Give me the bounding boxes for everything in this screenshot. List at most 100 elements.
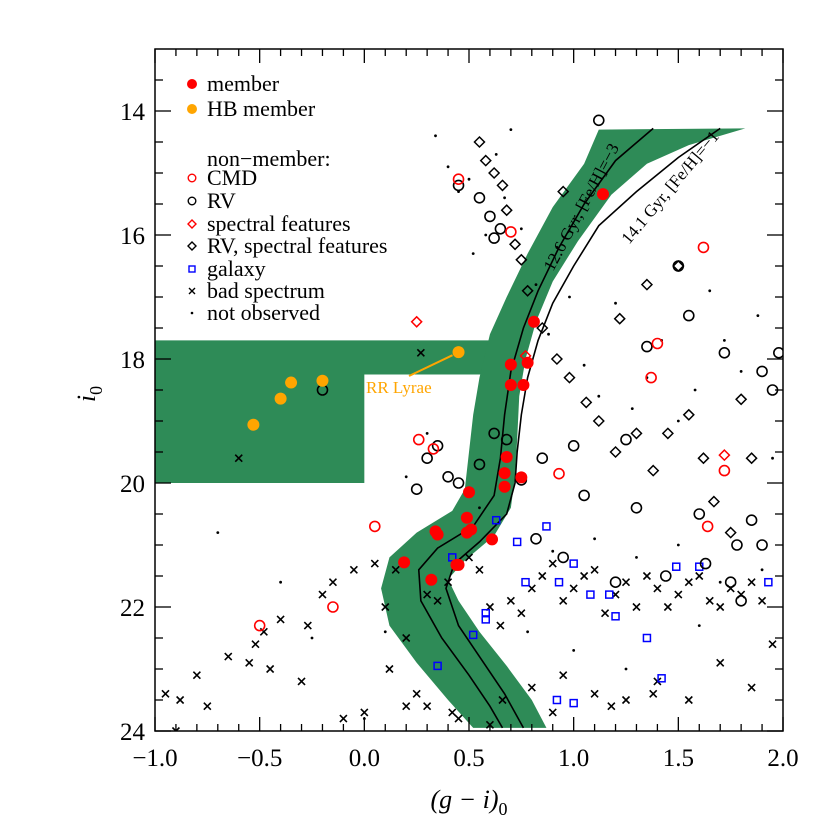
cmd-point (553, 467, 565, 480)
rv-point (494, 223, 507, 235)
legend-item: bad spectrum (188, 278, 325, 303)
not-observed-point (614, 301, 617, 305)
isochrone-12.6gyr-line (417, 127, 654, 729)
member-point (498, 467, 511, 480)
not-observed-point (708, 289, 712, 293)
galaxy-point (491, 515, 501, 525)
rv-spectral-features-point (735, 393, 748, 406)
galaxy-point (569, 559, 578, 568)
not-observed-point (503, 196, 506, 200)
bad-spectrum-point (360, 708, 369, 717)
rv-point (536, 452, 549, 465)
member-point (500, 450, 513, 463)
rv-point (452, 477, 465, 489)
galaxy-point (611, 612, 620, 621)
x-axis-title: (g − i)0 (430, 785, 507, 819)
not-observed-point (494, 153, 498, 156)
not-observed-point (279, 580, 282, 584)
legend-marker-icon (188, 265, 196, 273)
rv-spectral-features-point (479, 154, 492, 167)
galaxy-point (642, 633, 652, 643)
not-observed-point (383, 630, 387, 634)
rv-point (659, 570, 672, 582)
rv-spectral-features-point (647, 464, 660, 477)
not-observed-point (404, 475, 408, 479)
bad-spectrum-point (621, 695, 631, 705)
bad-spectrum-point (758, 596, 767, 605)
rv-point (641, 340, 653, 353)
cmd-point (368, 520, 381, 533)
legend-marker-icon (187, 79, 197, 89)
member-point (504, 379, 517, 392)
rv-point (735, 594, 747, 607)
cmd-point (505, 226, 517, 238)
legend-marker-icon (187, 173, 197, 183)
cmd-point (651, 337, 664, 350)
bad-spectrum-point (607, 702, 616, 711)
bad-spectrum-point (506, 596, 515, 605)
spectral-features-point (410, 315, 423, 328)
y-tick-label: 16 (120, 223, 145, 250)
bad-spectrum-point (695, 571, 704, 581)
rv-spectral-features-point (473, 135, 486, 149)
bad-spectrum-point (559, 596, 568, 605)
bad-spectrum-point (768, 640, 777, 649)
bad-spectrum-point (370, 559, 379, 568)
rv-point (724, 576, 737, 589)
rv-point (500, 433, 513, 446)
bad-spectrum-point (548, 708, 557, 717)
member-point (527, 315, 540, 328)
y-tick-label: 18 (120, 347, 145, 374)
rv-point (592, 114, 605, 127)
rv-point (452, 179, 465, 192)
legend-label: galaxy (207, 256, 266, 281)
bad-spectrum-point (569, 584, 578, 593)
bad-spectrum-point (385, 664, 394, 674)
member-point (460, 526, 473, 539)
y-tick-label: 20 (120, 471, 145, 498)
galaxy-point (481, 615, 490, 624)
not-observed-point (630, 407, 634, 410)
bad-spectrum-point (402, 633, 411, 643)
not-observed-point (582, 363, 586, 367)
cmd-point (645, 371, 657, 384)
legend-item: spectral features (187, 211, 351, 236)
rv-point (473, 192, 486, 204)
hb-member-point (452, 346, 465, 359)
bad-spectrum-point (538, 571, 547, 581)
rv-spectral-features-point (580, 396, 593, 409)
member-point (596, 188, 609, 201)
rv-point (718, 346, 731, 359)
rv-point (488, 427, 500, 440)
galaxy-point (657, 674, 666, 683)
cmd-point (701, 520, 714, 533)
member-point (486, 533, 499, 546)
rv-spectral-features-point (508, 238, 522, 251)
rv-point (682, 309, 695, 322)
rv-spectral-features-point (536, 321, 549, 335)
bad-spectrum-point (747, 578, 756, 587)
legend-label: CMD (207, 165, 257, 190)
rv-spectral-features-point (500, 204, 513, 217)
bad-spectrum-point (245, 658, 254, 667)
rv-spectral-features-point (592, 414, 605, 428)
rv-spectral-features-point (640, 278, 653, 291)
bad-spectrum-point (328, 578, 337, 587)
legend-label: HB member (207, 96, 316, 121)
rv-spectral-features-point (609, 445, 622, 459)
rv-spectral-features-point (613, 312, 626, 325)
not-observed-point (478, 506, 481, 510)
not-observed-point (555, 246, 559, 249)
rv-spectral-features-point (488, 166, 501, 180)
isochrone-selection-band (381, 128, 746, 728)
cmd-point (718, 464, 731, 477)
bad-spectrum-point (642, 571, 651, 581)
not-observed-point (471, 252, 475, 256)
rv-point (410, 483, 423, 496)
bad-spectrum-point (632, 602, 641, 612)
bad-spectrum-point (580, 571, 589, 581)
legend-marker-icon (187, 196, 197, 206)
not-observed-point (760, 568, 764, 572)
legend-item: HB member (187, 96, 316, 121)
